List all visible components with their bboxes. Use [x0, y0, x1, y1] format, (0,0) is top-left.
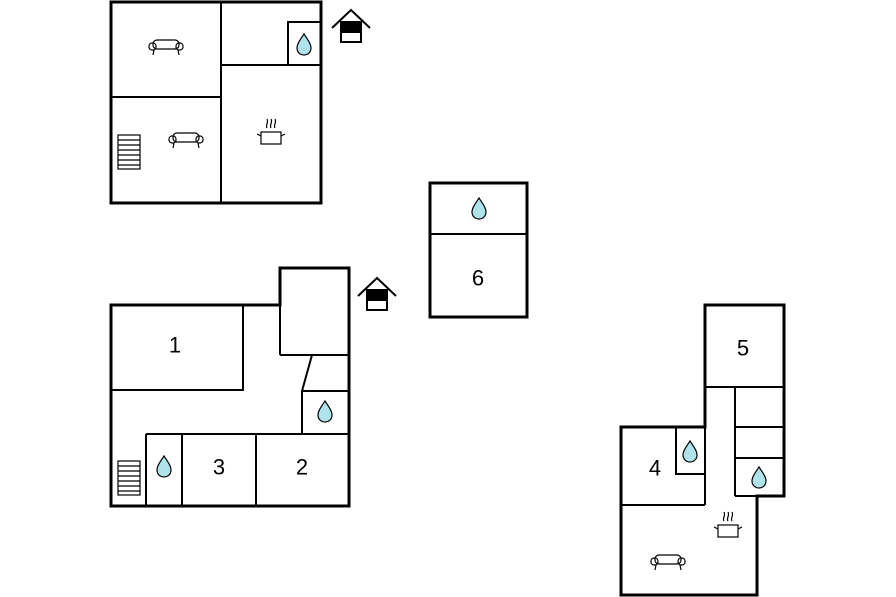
water-drop-icon	[156, 455, 172, 478]
entrance-house-icon	[357, 277, 397, 311]
building-cottage	[619, 303, 786, 597]
room-number-6: 6	[472, 266, 484, 291]
sofa-icon	[650, 554, 686, 571]
water-drop-icon	[682, 440, 698, 463]
room-number-2: 2	[296, 455, 308, 480]
cooking-pot-icon	[256, 118, 286, 145]
building-upper-floor	[109, 0, 323, 205]
water-drop-icon	[751, 466, 767, 489]
room-number-1: 1	[169, 333, 181, 358]
stairs-icon	[117, 134, 141, 170]
water-drop-icon	[317, 400, 333, 423]
entrance-house-icon	[331, 9, 371, 43]
cooking-pot-icon	[713, 511, 743, 538]
water-drop-icon	[471, 197, 487, 220]
water-drop-icon	[296, 33, 312, 56]
building-annex	[428, 181, 529, 319]
room-number-5: 5	[737, 336, 749, 361]
room-number-3: 3	[213, 455, 225, 480]
stairs-icon	[117, 460, 141, 496]
sofa-icon	[148, 39, 184, 56]
room-number-4: 4	[649, 456, 661, 481]
building-ground-floor	[109, 266, 351, 508]
sofa-icon	[168, 132, 204, 149]
